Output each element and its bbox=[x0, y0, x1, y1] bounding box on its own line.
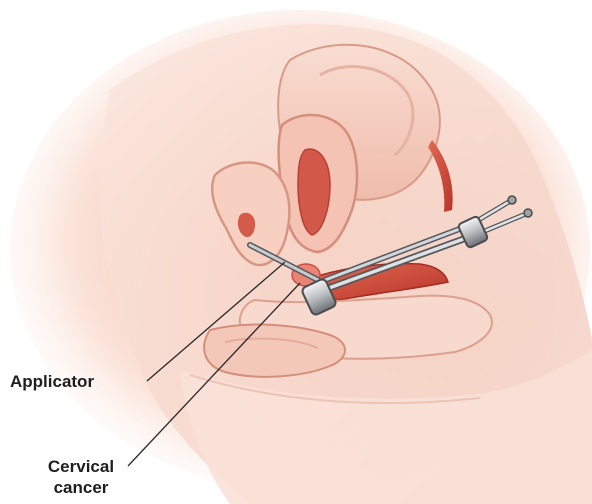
cervical-cancer-label: Cervical cancer bbox=[38, 456, 124, 498]
cervical-cancer-label-line1: Cervical bbox=[38, 456, 124, 477]
cervical-cancer-label-line2: cancer bbox=[38, 477, 124, 498]
applicator-label: Applicator bbox=[10, 371, 94, 392]
lower-organ bbox=[204, 325, 345, 377]
